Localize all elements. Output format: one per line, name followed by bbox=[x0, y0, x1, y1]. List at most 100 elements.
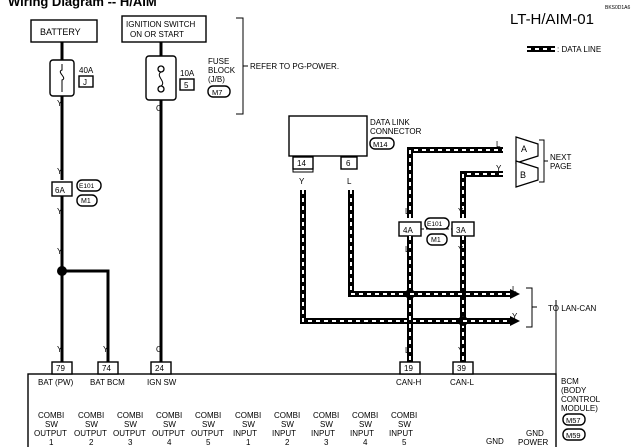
wire-color-y-3: Y bbox=[57, 207, 63, 216]
svg-text:3: 3 bbox=[324, 438, 329, 447]
wire-color-y-next: Y bbox=[496, 164, 502, 173]
wire-color-l-next: L bbox=[496, 140, 501, 149]
svg-text:OUTPUT: OUTPUT bbox=[152, 429, 185, 438]
svg-text:COMBI: COMBI bbox=[195, 411, 221, 420]
arrow-b bbox=[515, 160, 539, 188]
svg-text:COMBI: COMBI bbox=[156, 411, 182, 420]
svg-text:2: 2 bbox=[285, 438, 290, 447]
bcm-pin-label: BAT (PW) bbox=[38, 378, 74, 387]
wire-color-y-6: Y bbox=[103, 345, 109, 354]
svg-text:SW: SW bbox=[281, 420, 294, 429]
bcm-pin-39: 39 CAN-L bbox=[450, 361, 475, 387]
svg-text:COMBI: COMBI bbox=[117, 411, 143, 420]
wire-color-o-2: O bbox=[156, 345, 162, 354]
joint-3a-label: 3A bbox=[456, 226, 466, 235]
bcm-pin-19: 19 CAN-H bbox=[396, 361, 422, 387]
wire-color-l-can-h-bot: L bbox=[405, 346, 410, 355]
svg-text:SW: SW bbox=[359, 420, 372, 429]
combi-label-input-5: COMBI SW INPUT 5 bbox=[389, 411, 417, 447]
wire-color-l-lan: L bbox=[512, 285, 517, 294]
bcm-line3: CONTROL bbox=[561, 395, 601, 404]
ignition-line1: IGNITION SWITCH bbox=[126, 20, 196, 29]
svg-text:4: 4 bbox=[167, 438, 172, 447]
bcm-pin-num: 19 bbox=[404, 364, 413, 373]
svg-text:INPUT: INPUT bbox=[350, 429, 374, 438]
fuse-10a bbox=[145, 55, 177, 101]
arrow-a bbox=[515, 136, 539, 164]
diagram-title: Wiring Diagram -- H/AIM bbox=[8, 0, 157, 9]
bcm-pin-label: BAT BCM bbox=[90, 378, 125, 387]
reference-code: BKS0D1A6 bbox=[605, 5, 631, 11]
combi-label-output-3: COMBI SW OUTPUT 3 bbox=[113, 411, 146, 447]
bcm-gnd-power-line1: GND bbox=[526, 429, 544, 438]
bcm-pin-label: IGN SW bbox=[147, 378, 177, 387]
fuse-block-connector: M7 bbox=[212, 88, 222, 97]
fuse-block-line2: BLOCK bbox=[208, 66, 236, 75]
fuse-10a-element bbox=[158, 71, 164, 87]
svg-text:OUTPUT: OUTPUT bbox=[34, 429, 67, 438]
bcm-box bbox=[27, 373, 557, 447]
svg-text:INPUT: INPUT bbox=[389, 429, 413, 438]
fuse-block-line3: (J/B) bbox=[208, 75, 225, 84]
arrow-a-label: A bbox=[521, 144, 527, 154]
combi-label-input-4: COMBI SW INPUT 4 bbox=[350, 411, 378, 447]
svg-text:OUTPUT: OUTPUT bbox=[191, 429, 224, 438]
bcm-pin-79: 79 BAT (PW) bbox=[38, 361, 74, 387]
bcm-gnd-label: GND bbox=[486, 437, 504, 446]
wire-color-y-can-l-top: Y bbox=[458, 207, 464, 216]
svg-text:2: 2 bbox=[89, 438, 94, 447]
next-page-line1: NEXT bbox=[550, 153, 571, 162]
combi-label-input-3: COMBI SW INPUT 3 bbox=[311, 411, 339, 447]
svg-text:COMBI: COMBI bbox=[274, 411, 300, 420]
svg-text:SW: SW bbox=[398, 420, 411, 429]
fuse-40a-element bbox=[59, 64, 65, 92]
combi-label-output-4: COMBI SW OUTPUT 4 bbox=[152, 411, 185, 447]
fuse-10a-rating: 10A bbox=[180, 69, 195, 78]
svg-text:SW: SW bbox=[320, 420, 333, 429]
svg-text:INPUT: INPUT bbox=[272, 429, 296, 438]
wire-color-y-1: Y bbox=[57, 99, 63, 108]
data-link-connector bbox=[288, 115, 368, 157]
svg-text:SW: SW bbox=[163, 420, 176, 429]
battery-box bbox=[30, 19, 98, 43]
combi-label-output-1: COMBI SW OUTPUT 1 bbox=[34, 411, 67, 447]
svg-text:SW: SW bbox=[124, 420, 137, 429]
wire-color-o-1: O bbox=[156, 104, 162, 113]
bcm-line2: (BODY bbox=[561, 386, 587, 395]
bcm-connector-m57: M57 bbox=[566, 416, 581, 425]
ignition-switch-box bbox=[121, 15, 207, 43]
dlc-connector: M14 bbox=[373, 140, 388, 149]
combi-label-input-1: COMBI SW INPUT 1 bbox=[233, 411, 261, 447]
svg-text:SW: SW bbox=[85, 420, 98, 429]
bcm-gnd-power-line2: POWER bbox=[518, 438, 548, 447]
svg-text:COMBI: COMBI bbox=[313, 411, 339, 420]
bcm-line1: BCM bbox=[561, 377, 579, 386]
svg-text:COMBI: COMBI bbox=[352, 411, 378, 420]
bcm-pin-label: CAN-L bbox=[450, 378, 475, 387]
wire-color-l-can-h-mid: L bbox=[405, 245, 410, 254]
combi-label-input-2: COMBI SW INPUT 2 bbox=[272, 411, 300, 447]
fuse-10a-id: 5 bbox=[184, 81, 189, 90]
fuse-40a-rating: 40A bbox=[79, 66, 94, 75]
svg-text:5: 5 bbox=[402, 438, 407, 447]
dlc-pin-14: 14 bbox=[297, 159, 306, 168]
fuse-block-line1: FUSE bbox=[208, 57, 229, 66]
diagram-code: LT-H/AIM-01 bbox=[510, 11, 594, 28]
next-page-line2: PAGE bbox=[550, 162, 572, 171]
arrow-b-label: B bbox=[520, 170, 526, 180]
bcm-pin-num: 39 bbox=[457, 364, 466, 373]
svg-text:COMBI: COMBI bbox=[391, 411, 417, 420]
svg-text:COMBI: COMBI bbox=[38, 411, 64, 420]
combi-label-output-5: COMBI SW OUTPUT 5 bbox=[191, 411, 224, 447]
svg-text:INPUT: INPUT bbox=[233, 429, 257, 438]
wire-color-y-lan: Y bbox=[512, 312, 518, 321]
wire-color-y-can-l-bot: Y bbox=[458, 346, 464, 355]
connector-e101-right: E101 bbox=[427, 221, 443, 228]
dlc-line2: CONNECTOR bbox=[370, 127, 422, 136]
svg-text:1: 1 bbox=[246, 438, 251, 447]
bcm-pin-num: 79 bbox=[56, 364, 65, 373]
fuse-40a-id: J bbox=[83, 78, 87, 87]
connector-m1-right: M1 bbox=[431, 237, 441, 244]
